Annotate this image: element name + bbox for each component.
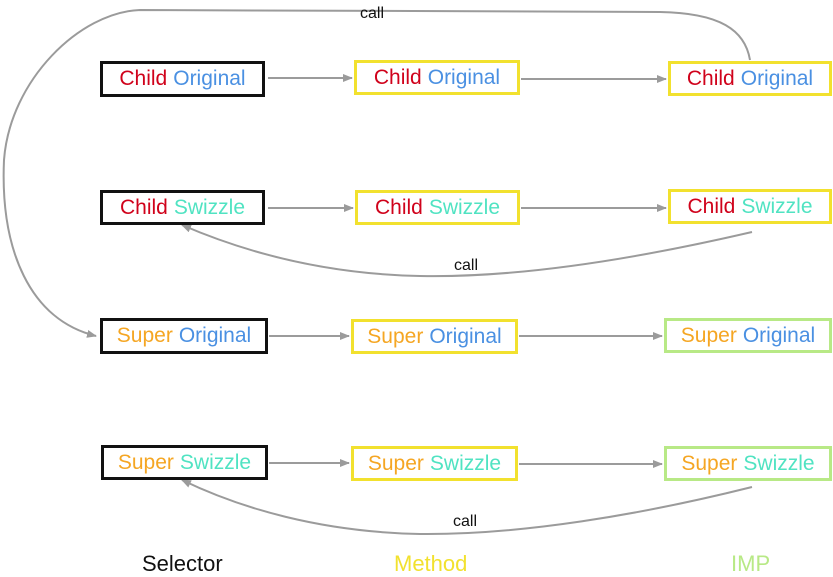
box-word-2: Swizzle [741,194,813,218]
box-word-1: Super [117,450,174,474]
box-word-1: Child [119,195,168,219]
box-word-1: Child [687,194,736,218]
box-word-2: Swizzle [429,451,502,475]
box-word-1: Super [681,451,738,475]
box-word-1: Super [367,324,424,348]
box-word-1: Super [680,323,737,347]
box-word-1: Child [119,67,168,90]
box-word-2: Original [178,324,252,347]
box-word-1: Child [374,195,423,219]
box-word-1: Super [116,324,173,347]
column-label-imp: IMP [731,551,771,576]
call-arrow-super-swizzle [181,479,753,536]
box-word-1: Child [686,66,735,90]
column-label-selector: Selector [142,551,223,576]
call-label-bottom: call [453,513,478,530]
box-word-2: Original [427,65,501,89]
box-word-1: Super [367,451,424,475]
column-label-method: Method [394,551,468,576]
box-word-2: Original [173,67,246,90]
call-arrow-child-original-to-super-original [2,8,751,338]
call-label-middle: call [454,257,479,274]
box-word-1: Child [373,65,422,89]
call-label-top: call [360,5,385,22]
box-word-2: Swizzle [179,450,252,474]
box-word-2: Swizzle [743,451,815,475]
box-word-2: Original [429,324,502,348]
box-word-2: Swizzle [428,195,501,219]
box-word-2: Original [742,323,816,347]
box-word-2: Original [740,66,814,90]
box-word-2: Swizzle [173,195,246,219]
call-arrow-child-swizzle [181,224,753,278]
